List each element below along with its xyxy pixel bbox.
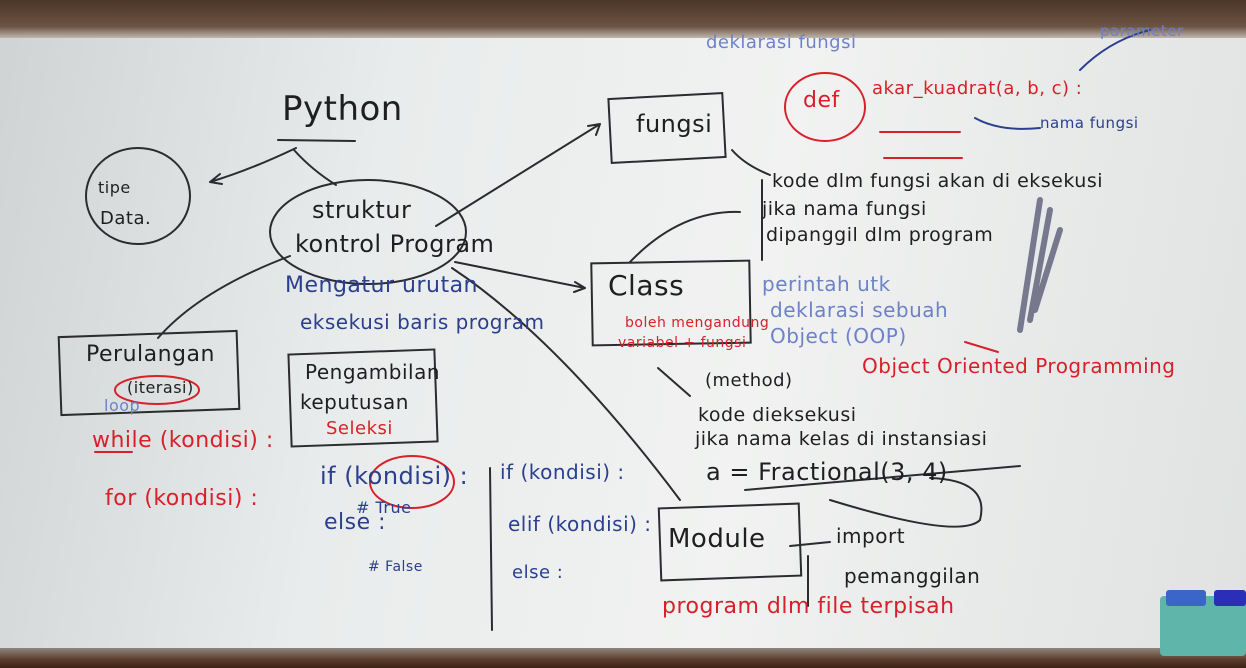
import-arrow bbox=[789, 541, 831, 547]
module-note: program dlm file terpisah bbox=[662, 594, 955, 619]
elif-line: elif (kondisi) : bbox=[508, 512, 652, 536]
arrow-to-module bbox=[451, 267, 681, 501]
module-box-label: Module bbox=[668, 524, 766, 554]
while-line: while (kondisi) : bbox=[92, 428, 274, 453]
arrow-class-desc bbox=[629, 210, 741, 263]
arrow-fungsi-desc bbox=[731, 149, 771, 176]
iterasi-circle bbox=[114, 375, 200, 405]
fungsi-box-label: fungsi bbox=[636, 110, 713, 138]
pemanggilan-note: pemanggilan bbox=[844, 564, 981, 588]
mengatur-label: Mengatur urutan bbox=[285, 273, 478, 298]
true-note: # True bbox=[356, 498, 412, 517]
loop-label: loop bbox=[104, 396, 141, 415]
def-circle bbox=[784, 72, 866, 142]
fraction-line: a = Fractional(3, 4) bbox=[706, 458, 948, 486]
fungsi-box bbox=[607, 92, 727, 164]
tipe-label: tipe bbox=[98, 178, 131, 197]
arrow-to-class bbox=[454, 261, 586, 293]
data-label: Data. bbox=[100, 208, 152, 229]
fraction-loop bbox=[829, 477, 983, 528]
def-signature: akar_kuadrat(a, b, c) : bbox=[872, 78, 1083, 99]
title-underline bbox=[277, 139, 356, 142]
arrow-class-method bbox=[657, 367, 691, 397]
whiteboard-frame-bottom bbox=[0, 648, 1246, 668]
marker-tray bbox=[1160, 596, 1246, 656]
for-line: for (kondisi) : bbox=[105, 486, 259, 511]
else2-line: else : bbox=[512, 562, 564, 583]
class-note-2: variabel + fungsi bbox=[618, 335, 747, 351]
pengambilan-label: Pengambilan bbox=[305, 360, 441, 384]
parameter-label: parameter bbox=[1100, 22, 1184, 40]
blue-marker bbox=[1166, 590, 1206, 606]
class-box bbox=[590, 259, 752, 347]
if-line: if (kondisi) : bbox=[320, 462, 469, 490]
nama-fungsi-label: nama fungsi bbox=[1040, 114, 1139, 132]
deklarasi-fungsi-label: deklarasi fungsi bbox=[706, 32, 857, 53]
pengambilan-box bbox=[287, 348, 439, 448]
arrow-to-fungsi bbox=[435, 123, 601, 227]
arrow-to-tipe bbox=[209, 147, 297, 185]
kondisi-circle bbox=[369, 455, 455, 509]
fungsi-note-3: dipanggil dlm program bbox=[766, 224, 994, 246]
oop-full-label: Object Oriented Programming bbox=[862, 354, 1176, 378]
struktur-ellipse bbox=[269, 179, 467, 285]
fungsi-note-2: jika nama fungsi bbox=[762, 198, 927, 220]
tipe-data-circle bbox=[85, 147, 191, 245]
arrow-to-perulangan bbox=[157, 255, 291, 339]
if2-line: if (kondisi) : bbox=[500, 460, 625, 484]
def-word: def bbox=[803, 88, 840, 113]
ink-smudge bbox=[1017, 197, 1063, 333]
class-desc-3: Object (OOP) bbox=[770, 324, 907, 348]
module-box bbox=[657, 502, 803, 582]
keputusan-label: keputusan bbox=[300, 390, 409, 414]
nama-fungsi-arrow bbox=[974, 117, 1041, 130]
whiteboard-frame-top bbox=[0, 0, 1246, 38]
false-note: # False bbox=[368, 559, 423, 575]
seleksi-label: Seleksi bbox=[326, 418, 393, 439]
perulangan-box bbox=[57, 329, 241, 417]
fungsi-note-1: kode dlm fungsi akan di eksekusi bbox=[772, 170, 1104, 192]
class-note-3: (method) bbox=[705, 370, 793, 391]
python-title: Python bbox=[282, 89, 403, 129]
perulangan-label: Perulangan bbox=[86, 342, 215, 367]
def-underline bbox=[879, 131, 963, 159]
class-desc-2: deklarasi sebuah bbox=[770, 298, 949, 322]
eksekusi-label: eksekusi baris program bbox=[300, 310, 545, 334]
class-box-label: Class bbox=[608, 269, 685, 302]
struktur-label: struktur bbox=[312, 196, 412, 224]
else-line: else : bbox=[324, 510, 387, 535]
oop-arrow bbox=[964, 341, 999, 353]
instansiasi-1: kode dieksekusi bbox=[698, 404, 857, 426]
dark-blue-marker bbox=[1214, 590, 1246, 606]
class-desc-1: perintah utk bbox=[762, 272, 891, 296]
instansiasi-2: jika nama kelas di instansiasi bbox=[695, 428, 988, 450]
fraction-underline bbox=[744, 465, 1021, 491]
parameter-arrow bbox=[1079, 29, 1151, 71]
iterasi-label: (iterasi) bbox=[127, 378, 194, 397]
module-divider bbox=[489, 467, 493, 631]
import-note: import bbox=[836, 524, 906, 548]
class-note-1: boleh mengandung bbox=[625, 315, 770, 331]
arrow-to-struktur bbox=[293, 149, 337, 186]
kontrol-program-label: kontrol Program bbox=[295, 230, 495, 258]
